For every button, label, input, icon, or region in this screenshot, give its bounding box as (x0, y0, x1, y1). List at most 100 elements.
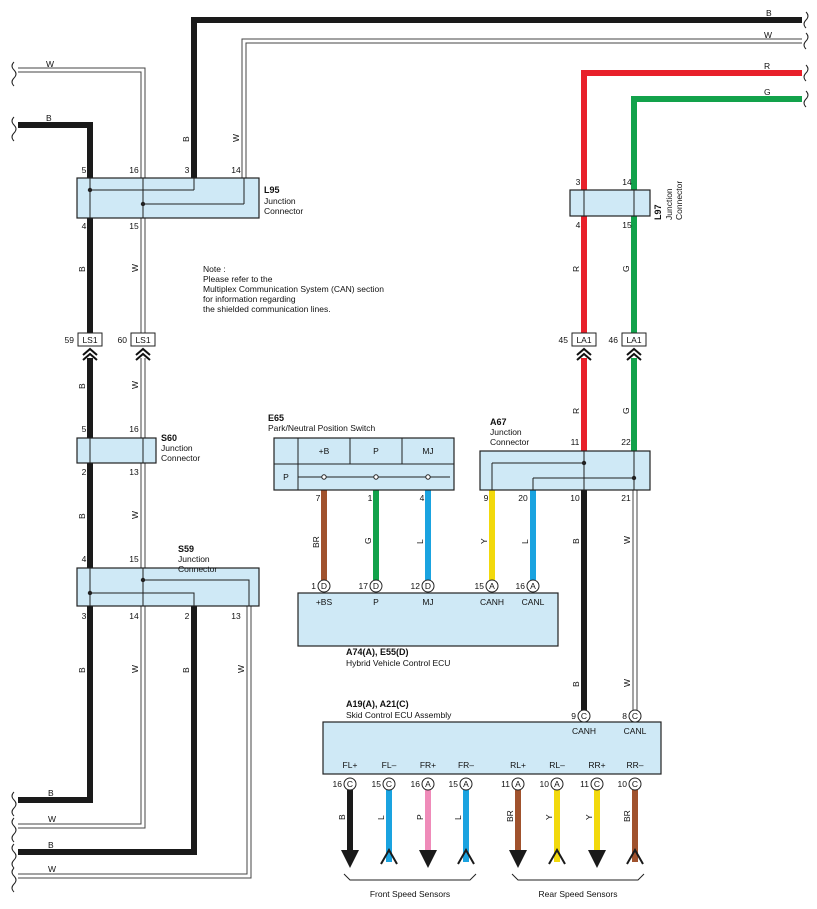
skid-sensor-pin-2: FL–C15 (372, 760, 397, 791)
l97-name-connector: Connector (674, 181, 684, 220)
lbl-vb-fl: B (337, 814, 347, 820)
skid-sensor-pin-1-marker (343, 777, 357, 791)
la1-chevron-icon (576, 347, 642, 361)
l95-pin-3: 3 (185, 165, 190, 175)
l95-name-2: Connector (264, 206, 303, 216)
l97-name-junction: Junction (664, 188, 674, 220)
e65-name: Park/Neutral Position Switch (268, 423, 376, 433)
wire-b-top (191, 17, 802, 178)
skid-sensor-pin-3-code: A (425, 779, 431, 789)
connector-l95: 5 16 3 14 4 15 L95 Junction Connector (76, 165, 303, 231)
l95-pin-5: 5 (82, 165, 87, 175)
lbl-w-bot-1: W (48, 814, 56, 824)
a67-name-1: Junction (490, 427, 522, 437)
la1-label-b: LA1 (626, 335, 641, 345)
skid-sensor-pin-7: RR+C11 (580, 760, 606, 791)
ecu-pin-1-label: +BS (316, 597, 333, 607)
lbl-vw-col-1: W (130, 264, 140, 272)
skid-sensor-pin-8: RR–C10 (618, 760, 644, 791)
wire-labels: B W R G W B B W B W B W B W B W B W B W … (46, 8, 772, 874)
skid-sensor-pin-4-label: FR– (458, 760, 474, 770)
lbl-vl-e65: L (415, 539, 425, 544)
wire-b-s59-2 (18, 606, 197, 855)
ecu-pin-4-num: 15 (475, 581, 485, 591)
ecu-pin-1-marker (317, 579, 331, 593)
wire-w-s59-13 (18, 606, 252, 879)
ls1-chevron-icon (82, 347, 151, 361)
ecu-pin-3-code: D (425, 581, 431, 591)
skid-sensor-pin-8-label: RR– (626, 760, 643, 770)
skid-sensor-pin-3-label: FR+ (420, 760, 436, 770)
skid-sensor-pin-3-marker (421, 777, 435, 791)
skid-sensor-pin-4-code: A (463, 779, 469, 789)
l95-pin-14: 14 (231, 165, 241, 175)
skid-can-pin-2-num: 8 (622, 711, 627, 721)
note-line-3: Multiplex Communication System (CAN) sec… (203, 284, 384, 294)
skid-can-pin-1-label: CANH (572, 726, 596, 736)
lbl-vw-col-3: W (130, 511, 140, 519)
note-line-5: the shielded communication lines. (203, 304, 331, 314)
lbl-vbr-e65: BR (311, 536, 321, 548)
lbl-vl-fr: L (453, 815, 463, 820)
lbl-w-bot-2: W (48, 864, 56, 874)
s59-pin-4: 4 (82, 554, 87, 564)
a67-pin-20: 20 (518, 493, 528, 503)
skid-sensor-pin-6-label: RL– (549, 760, 565, 770)
ecu-pin-3-num: 12 (411, 581, 421, 591)
lbl-vw-s59-13: W (236, 665, 246, 673)
ls1-label-b: LS1 (135, 335, 150, 345)
arrow-down-rl-plus (509, 850, 527, 868)
skid-sensor-pin-8-code: C (632, 779, 638, 789)
ecu-id: A74(A), E55(D) (346, 647, 409, 657)
arrow-down-rr-plus (588, 850, 606, 868)
skid-sensor-pin-4-num: 15 (449, 779, 459, 789)
sensor-arrows (341, 847, 644, 868)
la1-label-a: LA1 (576, 335, 591, 345)
a67-pin-11: 11 (571, 437, 580, 447)
la1-pin-b: 46 (609, 335, 619, 345)
s59-pin-3: 3 (82, 611, 87, 621)
note-line-4: for information regarding (203, 294, 296, 304)
lbl-vy-rr: Y (584, 814, 594, 820)
connector-ls1: LS1 LS1 59 60 (65, 332, 156, 361)
lbl-vr-col-2: R (571, 408, 581, 414)
skid-can-pin-1-code: C (581, 711, 587, 721)
lbl-vb-s59-3: B (77, 667, 87, 673)
lbl-vbr-rl: BR (505, 810, 515, 822)
skid-can-pin-1-num: 9 (571, 711, 576, 721)
l97-pin-3: 3 (576, 177, 581, 187)
lbl-vw-col-2: W (130, 381, 140, 389)
lbl-vl-fl: L (376, 815, 386, 820)
skid-can-pin-2-code: C (632, 711, 638, 721)
s60-name-2: Connector (161, 453, 200, 463)
e65-id: E65 (268, 413, 284, 423)
a67-name-2: Connector (490, 437, 529, 447)
skid-id: A19(A), A21(C) (346, 699, 409, 709)
lbl-vbr-rr: BR (622, 810, 632, 822)
lbl-vb-a67-10a: B (571, 538, 581, 544)
e65-row-label: P (283, 472, 289, 482)
note: Note : Please refer to the Multiplex Com… (203, 264, 384, 314)
skid-sensor-pin-7-marker (590, 777, 604, 791)
lbl-vl-can: L (520, 539, 530, 544)
lbl-r-top: R (764, 61, 770, 71)
ecu-pin-2-num: 17 (359, 581, 369, 591)
wire-b-s59-3 (18, 606, 93, 803)
connector-e65: +B P MJ P 7 1 4 E65 Park/Neutral Positio… (268, 413, 455, 503)
skid-can-pin-2-label: CANL (624, 726, 647, 736)
lbl-w-left-top: W (46, 59, 54, 69)
lbl-vp-fr: P (415, 814, 425, 820)
l97-pin-15: 15 (622, 220, 632, 230)
l95-name-1: Junction (264, 196, 296, 206)
lbl-vb-col-3: B (77, 513, 87, 519)
skid-sensor-pin-5-num: 11 (501, 779, 510, 789)
wire-r-top (581, 70, 802, 190)
a67-pin-10: 10 (570, 493, 580, 503)
wire-b-left-top (18, 122, 93, 178)
ls1-box-a (77, 332, 103, 347)
lbl-vw-a67-21a: W (622, 536, 632, 544)
l95-id: L95 (264, 185, 280, 195)
lbl-w-top: W (764, 30, 772, 40)
